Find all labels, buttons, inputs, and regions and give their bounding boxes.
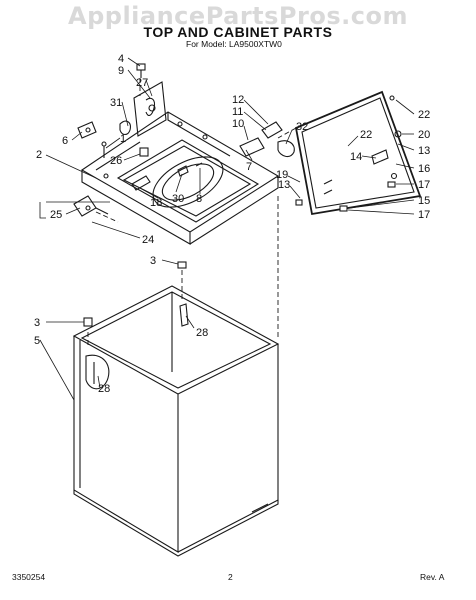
callout-30: 30	[172, 193, 184, 205]
callout-32: 32	[296, 121, 308, 133]
cabinet	[72, 285, 280, 557]
callout-25: 25	[50, 209, 62, 221]
callout-2: 2	[36, 149, 42, 161]
screw-3-front	[83, 317, 93, 327]
watermark: AppliancePartsPros.com	[68, 2, 408, 30]
callout-7: 7	[246, 161, 252, 173]
hinge-25	[73, 195, 109, 217]
footer-revision: Rev. A	[420, 572, 445, 582]
lid-switch-parts	[239, 121, 295, 158]
callout-5: 5	[34, 335, 40, 347]
callout-17-upper: 17	[418, 179, 430, 191]
callout-20: 20	[418, 129, 430, 141]
callout-6: 6	[62, 135, 68, 147]
leader-lines	[39, 57, 415, 401]
callout-28-rear: 28	[196, 327, 208, 339]
top-panel	[80, 111, 280, 245]
clip-28-rear	[179, 303, 189, 327]
callout-4: 4	[118, 53, 124, 65]
clip-28-front	[85, 354, 110, 390]
callout-27: 27	[136, 77, 148, 89]
screw-1	[101, 141, 107, 158]
callout-15: 15	[418, 195, 430, 207]
callout-9: 9	[118, 65, 124, 77]
callout-22-right: 22	[418, 109, 430, 121]
clip-31	[119, 120, 131, 136]
callout-26: 26	[110, 155, 122, 167]
plug-26	[139, 147, 149, 157]
screw-4	[136, 63, 146, 78]
callout-12: 12	[232, 94, 244, 106]
callout-22-inner: 22	[360, 129, 372, 141]
callout-10: 10	[232, 118, 244, 130]
callout-3-front: 3	[34, 317, 40, 329]
callout-17-lower: 17	[418, 209, 430, 221]
lid-bumpers	[295, 181, 396, 212]
callout-11: 11	[232, 106, 243, 118]
bracket-6	[77, 121, 97, 139]
callout-13-right: 13	[418, 145, 430, 157]
callout-13: 13	[278, 179, 290, 191]
callout-16: 16	[418, 163, 430, 175]
callout-31: 31	[110, 97, 122, 109]
screw-3-rear	[177, 261, 187, 269]
footer-page: 2	[228, 572, 233, 582]
footer-part-number: 3350254	[12, 572, 46, 582]
callout-numbers: 4 9 27 31 6 1 2 26 25 24 18 30 8 12 11 1…	[34, 53, 430, 395]
callout-18: 18	[150, 197, 162, 209]
lid	[294, 90, 422, 216]
diagram-title: TOP AND CABINET PARTS	[143, 24, 333, 40]
callout-28-front: 28	[98, 383, 110, 395]
hinge-bracket-27	[133, 81, 167, 137]
callout-14: 14	[350, 151, 362, 163]
switch-parts	[131, 162, 203, 191]
callout-3-rear: 3	[150, 255, 156, 267]
model-label: For Model: LA9500XTW0	[186, 39, 282, 49]
alignment-lines	[87, 78, 297, 346]
callout-1: 1	[120, 133, 126, 145]
callout-19: 19	[276, 169, 288, 181]
callout-8: 8	[196, 193, 202, 205]
callout-24: 24	[142, 234, 154, 246]
